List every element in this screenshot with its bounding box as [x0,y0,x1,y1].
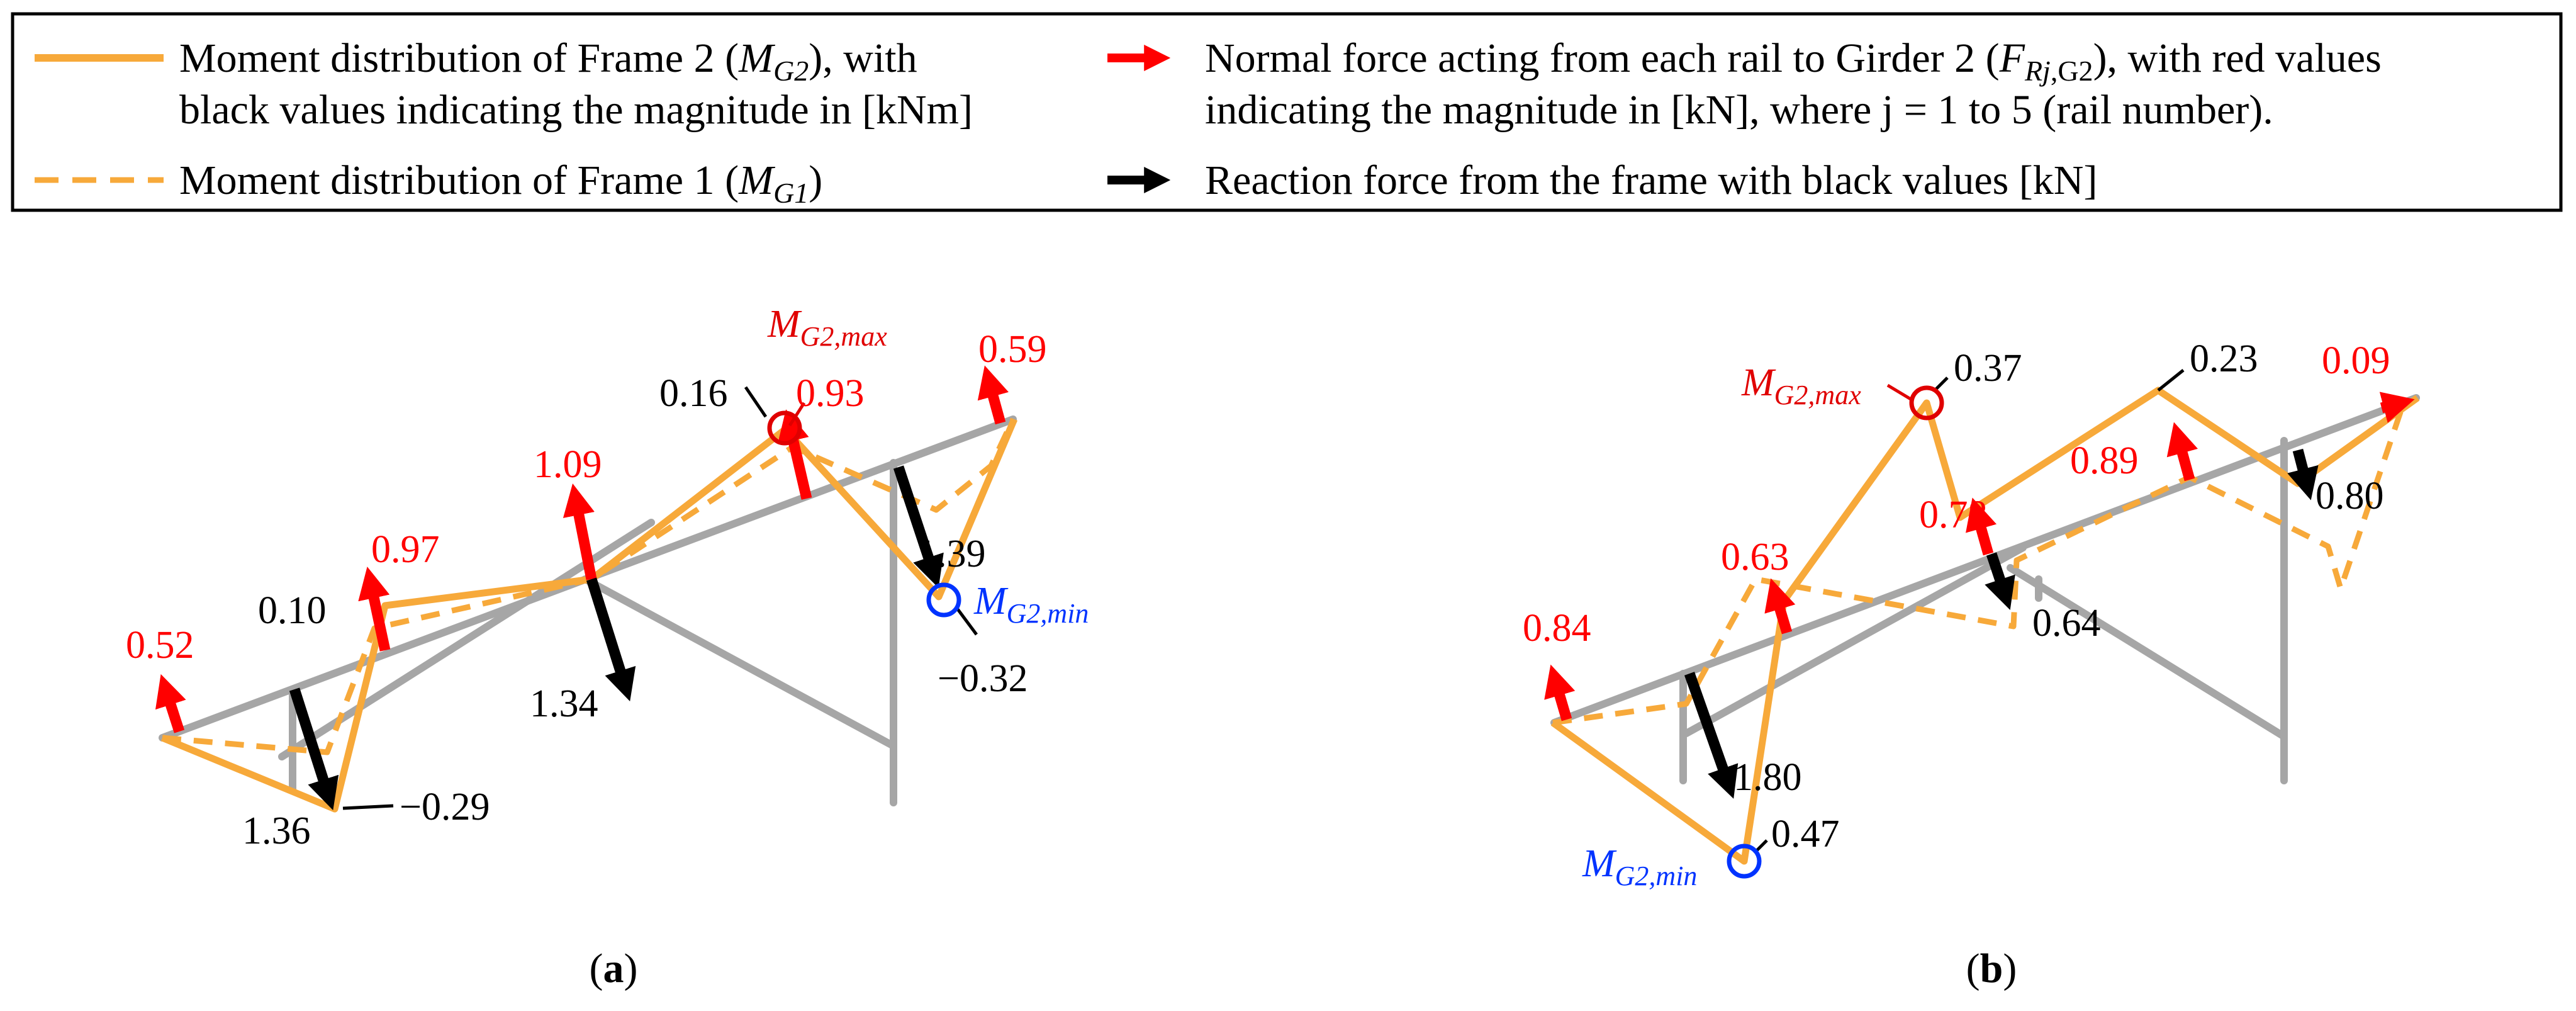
legend: Moment distribution of Frame 2 (MG2), wi… [11,12,2563,212]
leader-lines [342,386,978,810]
girder-1 [1683,544,2027,737]
normal-force-value-rail3: 1.09 [534,443,602,486]
legend-frame2-moment-text: Moment distribution of Frame 2 (MG2), wi… [179,35,917,87]
reaction-forces [1684,448,2319,799]
max-moment-label: MG2,max [1741,361,1861,410]
frame-brace [2007,564,2288,740]
normal-force-arrow-rail5 [2379,392,2415,423]
reaction-arrow [1684,672,1739,799]
leader-line [1934,376,1949,392]
moment-value: 0.16 [659,372,728,415]
leader-line-max [788,402,806,427]
min-moment-marker [926,582,961,618]
legend-frame2-moment-text-line2: black values indicating the magnitude in… [179,87,973,133]
frame1-moment-curve [162,418,1016,755]
moment-value: −0.29 [400,786,490,828]
panel-a-caption: (a) [590,946,638,991]
legend-item-reaction-force: Reaction force from the frame with black… [1107,157,2097,203]
normal-force-value-rail5: 0.59 [978,328,1047,371]
max-moment-marker [767,410,802,446]
normal-force-arrow-rail5 [977,365,1009,425]
normal-force-value-rail1: 0.52 [126,624,194,667]
min-moment-marker [1727,844,1762,879]
moment-value: 0.23 [2190,337,2258,380]
rail-normal-forces [155,365,1009,733]
girder-2 [1550,394,2420,726]
reaction-arrow [289,687,339,811]
legend-box [11,12,2563,212]
legend-item-frame2-moment: Moment distribution of Frame 2 (MG2), wi… [35,35,973,133]
frame-structure [1550,394,2420,784]
reaction-value: 0.80 [2316,475,2384,517]
frame1-moment-curve [1552,402,2407,726]
moment-value: 0.10 [258,589,327,632]
leader-line-max [1886,383,1914,402]
moment-value: 0.47 [1771,813,1840,856]
normal-force-value-rail4: 0.93 [796,372,865,415]
max-moment-marker [1909,385,1944,421]
leader-line [744,386,768,418]
leader-line [955,606,978,636]
max-moment-label: MG2,max [767,303,887,352]
normal-force-value-rail5: 0.09 [2322,339,2390,382]
reaction-value: 1.34 [530,682,598,725]
normal-force-value-rail4: 0.89 [2070,439,2139,482]
reaction-arrow [586,577,636,702]
reaction-value: 1.39 [917,533,986,575]
reaction-arrow [1985,552,2015,611]
rail-normal-forces [1544,392,2415,721]
reaction-arrow [893,465,944,589]
frame2-moment-curve [1550,387,2420,865]
moment-value: 0.37 [1954,347,2022,390]
legend-normal-force-text-line2: indicating the magnitude in [kN], where … [1205,87,2273,133]
frame-brace [581,575,897,750]
normal-force-arrow-rail2 [358,567,391,652]
legend-item-normal-force: Normal force acting from each rail to Gi… [1107,35,2382,133]
normal-force-value-rail2: 0.97 [371,528,440,571]
normal-force-arrow-rail4 [2166,422,2198,482]
panel-b: 0.84 0.63 0.78 0.89 0.09 0.37 0.23 0.64 … [1523,337,2420,991]
normal-force-arrow-rail2 [1764,578,1796,635]
legend-frame1-moment-text: Moment distribution of Frame 1 (MG1) [179,157,822,209]
reaction-value: 1.80 [1733,756,1802,799]
normal-force-value-rail1: 0.84 [1523,607,1591,650]
normal-force-value-rail3: 0.78 [1919,494,1988,536]
min-moment-label: MG2,min [1582,842,1697,891]
leader-line [342,804,394,810]
legend-item-frame1-moment: Moment distribution of Frame 1 (MG1) [35,157,822,209]
reaction-forces [289,465,944,811]
normal-force-arrow-rail3 [563,483,597,580]
min-moment-label: MG2,min [973,580,1089,629]
moment-value: −0.32 [938,657,1028,700]
legend-normal-force-text: Normal force acting from each rail to Gi… [1205,35,2382,87]
moment-value: 0.64 [2032,602,2101,645]
normal-force-arrow-rail1 [155,674,186,733]
panel-b-caption: (b) [1966,946,2017,991]
legend-reaction-force-text: Reaction force from the frame with black… [1205,157,2097,203]
normal-force-arrow-rail3 [1966,497,1997,556]
normal-force-arrow-rail1 [1544,664,1576,721]
reaction-value: 1.36 [242,810,311,852]
panel-a: 0.52 0.97 1.09 0.93 0.59 0.10 −0.29 0.16… [126,303,1089,991]
leader-line [2157,369,2185,392]
reaction-arrow [2287,448,2319,500]
normal-force-value-rail2: 0.63 [1721,536,1789,579]
